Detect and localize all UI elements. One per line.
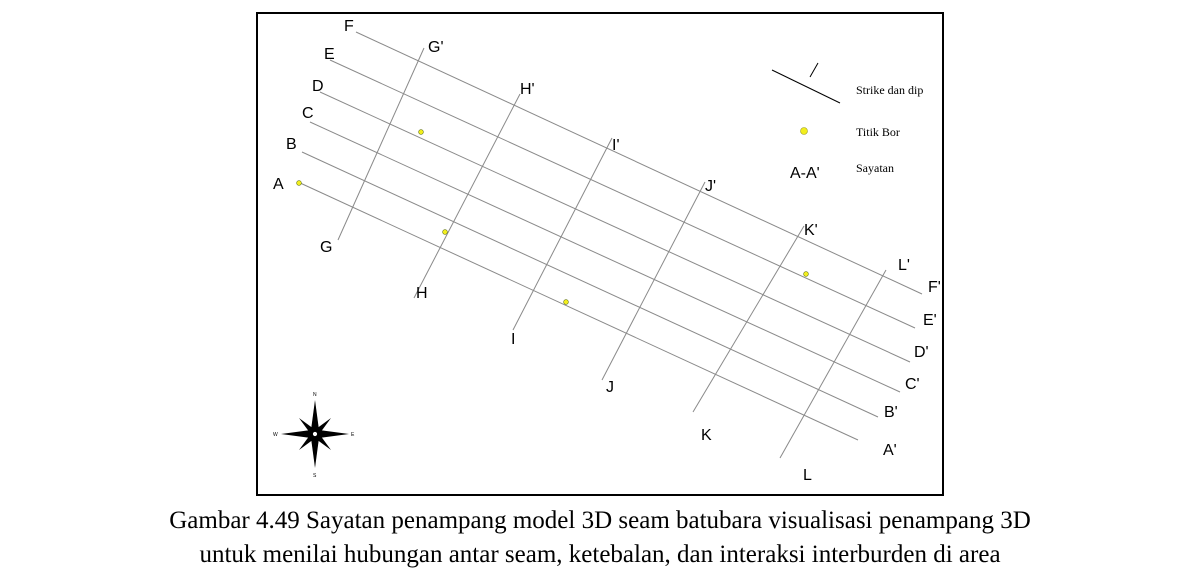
legend-strike-dip: Strike dan dip [856, 83, 923, 97]
label-g: G [320, 239, 332, 256]
label-f: F [344, 18, 354, 35]
label-a: A [273, 176, 284, 193]
label-i: I [511, 331, 515, 348]
label-e-end: E' [923, 312, 937, 329]
section-line-i [512, 137, 613, 331]
legend: Strike dan dip Titik Bor A-A' Sayatan [771, 62, 923, 182]
compass-east: E [351, 432, 355, 438]
label-j: J [606, 379, 614, 396]
figure-caption: Gambar 4.49 Sayatan penampang model 3D s… [0, 504, 1200, 572]
label-d-end: D' [914, 344, 929, 361]
compass-north: N [313, 392, 317, 398]
section-map-figure: F E D C B A G' H' I' J' K' L' F' E' D' C… [256, 12, 944, 496]
section-line-j [601, 181, 706, 381]
label-c-end: C' [905, 376, 920, 393]
section-line-c [309, 121, 901, 393]
compass-south: S [313, 473, 317, 479]
section-line-d [319, 91, 911, 363]
legend-titik-bor: Titik Bor [856, 125, 900, 139]
caption-line-1: Gambar 4.49 Sayatan penampang model 3D s… [169, 507, 1031, 534]
section-line-a [297, 181, 859, 441]
section-line-k [692, 225, 805, 413]
legend-sayatan: Sayatan [856, 161, 894, 175]
label-a-end: A' [883, 442, 897, 459]
borehole-marker [418, 129, 424, 135]
section-line-g [337, 47, 425, 241]
label-h: H [416, 285, 428, 302]
label-l: L [803, 467, 812, 484]
label-g-end: G' [428, 39, 444, 56]
strike-dip-icon [771, 69, 841, 104]
compass-rose-icon: N S E W [273, 392, 355, 479]
section-line-e [329, 59, 916, 329]
section-line-b [301, 151, 879, 418]
label-h-end: H' [520, 81, 535, 98]
label-k-end: K' [804, 222, 818, 239]
label-c: C [302, 105, 314, 122]
borehole-marker [442, 229, 448, 235]
borehole-marker [563, 299, 569, 305]
label-e: E [324, 46, 335, 63]
compass-west: W [273, 432, 278, 438]
section-line-f [355, 31, 923, 295]
borehole-legend-icon [800, 127, 808, 135]
legend-section-symbol: A-A' [790, 165, 820, 182]
borehole-marker [296, 180, 302, 186]
section-line-l [779, 269, 887, 459]
label-i-end: I' [612, 137, 620, 154]
label-b: B [286, 136, 297, 153]
label-f-end: F' [928, 279, 941, 296]
label-k: K [701, 427, 712, 444]
label-l-end: L' [898, 257, 910, 274]
label-b-end: B' [884, 404, 898, 421]
section-line-h [413, 93, 521, 299]
caption-line-2: untuk menilai hubungan antar seam, keteb… [199, 541, 1001, 568]
label-d: D [312, 78, 324, 95]
borehole-marker [803, 271, 809, 277]
label-j-end: J' [705, 178, 716, 195]
